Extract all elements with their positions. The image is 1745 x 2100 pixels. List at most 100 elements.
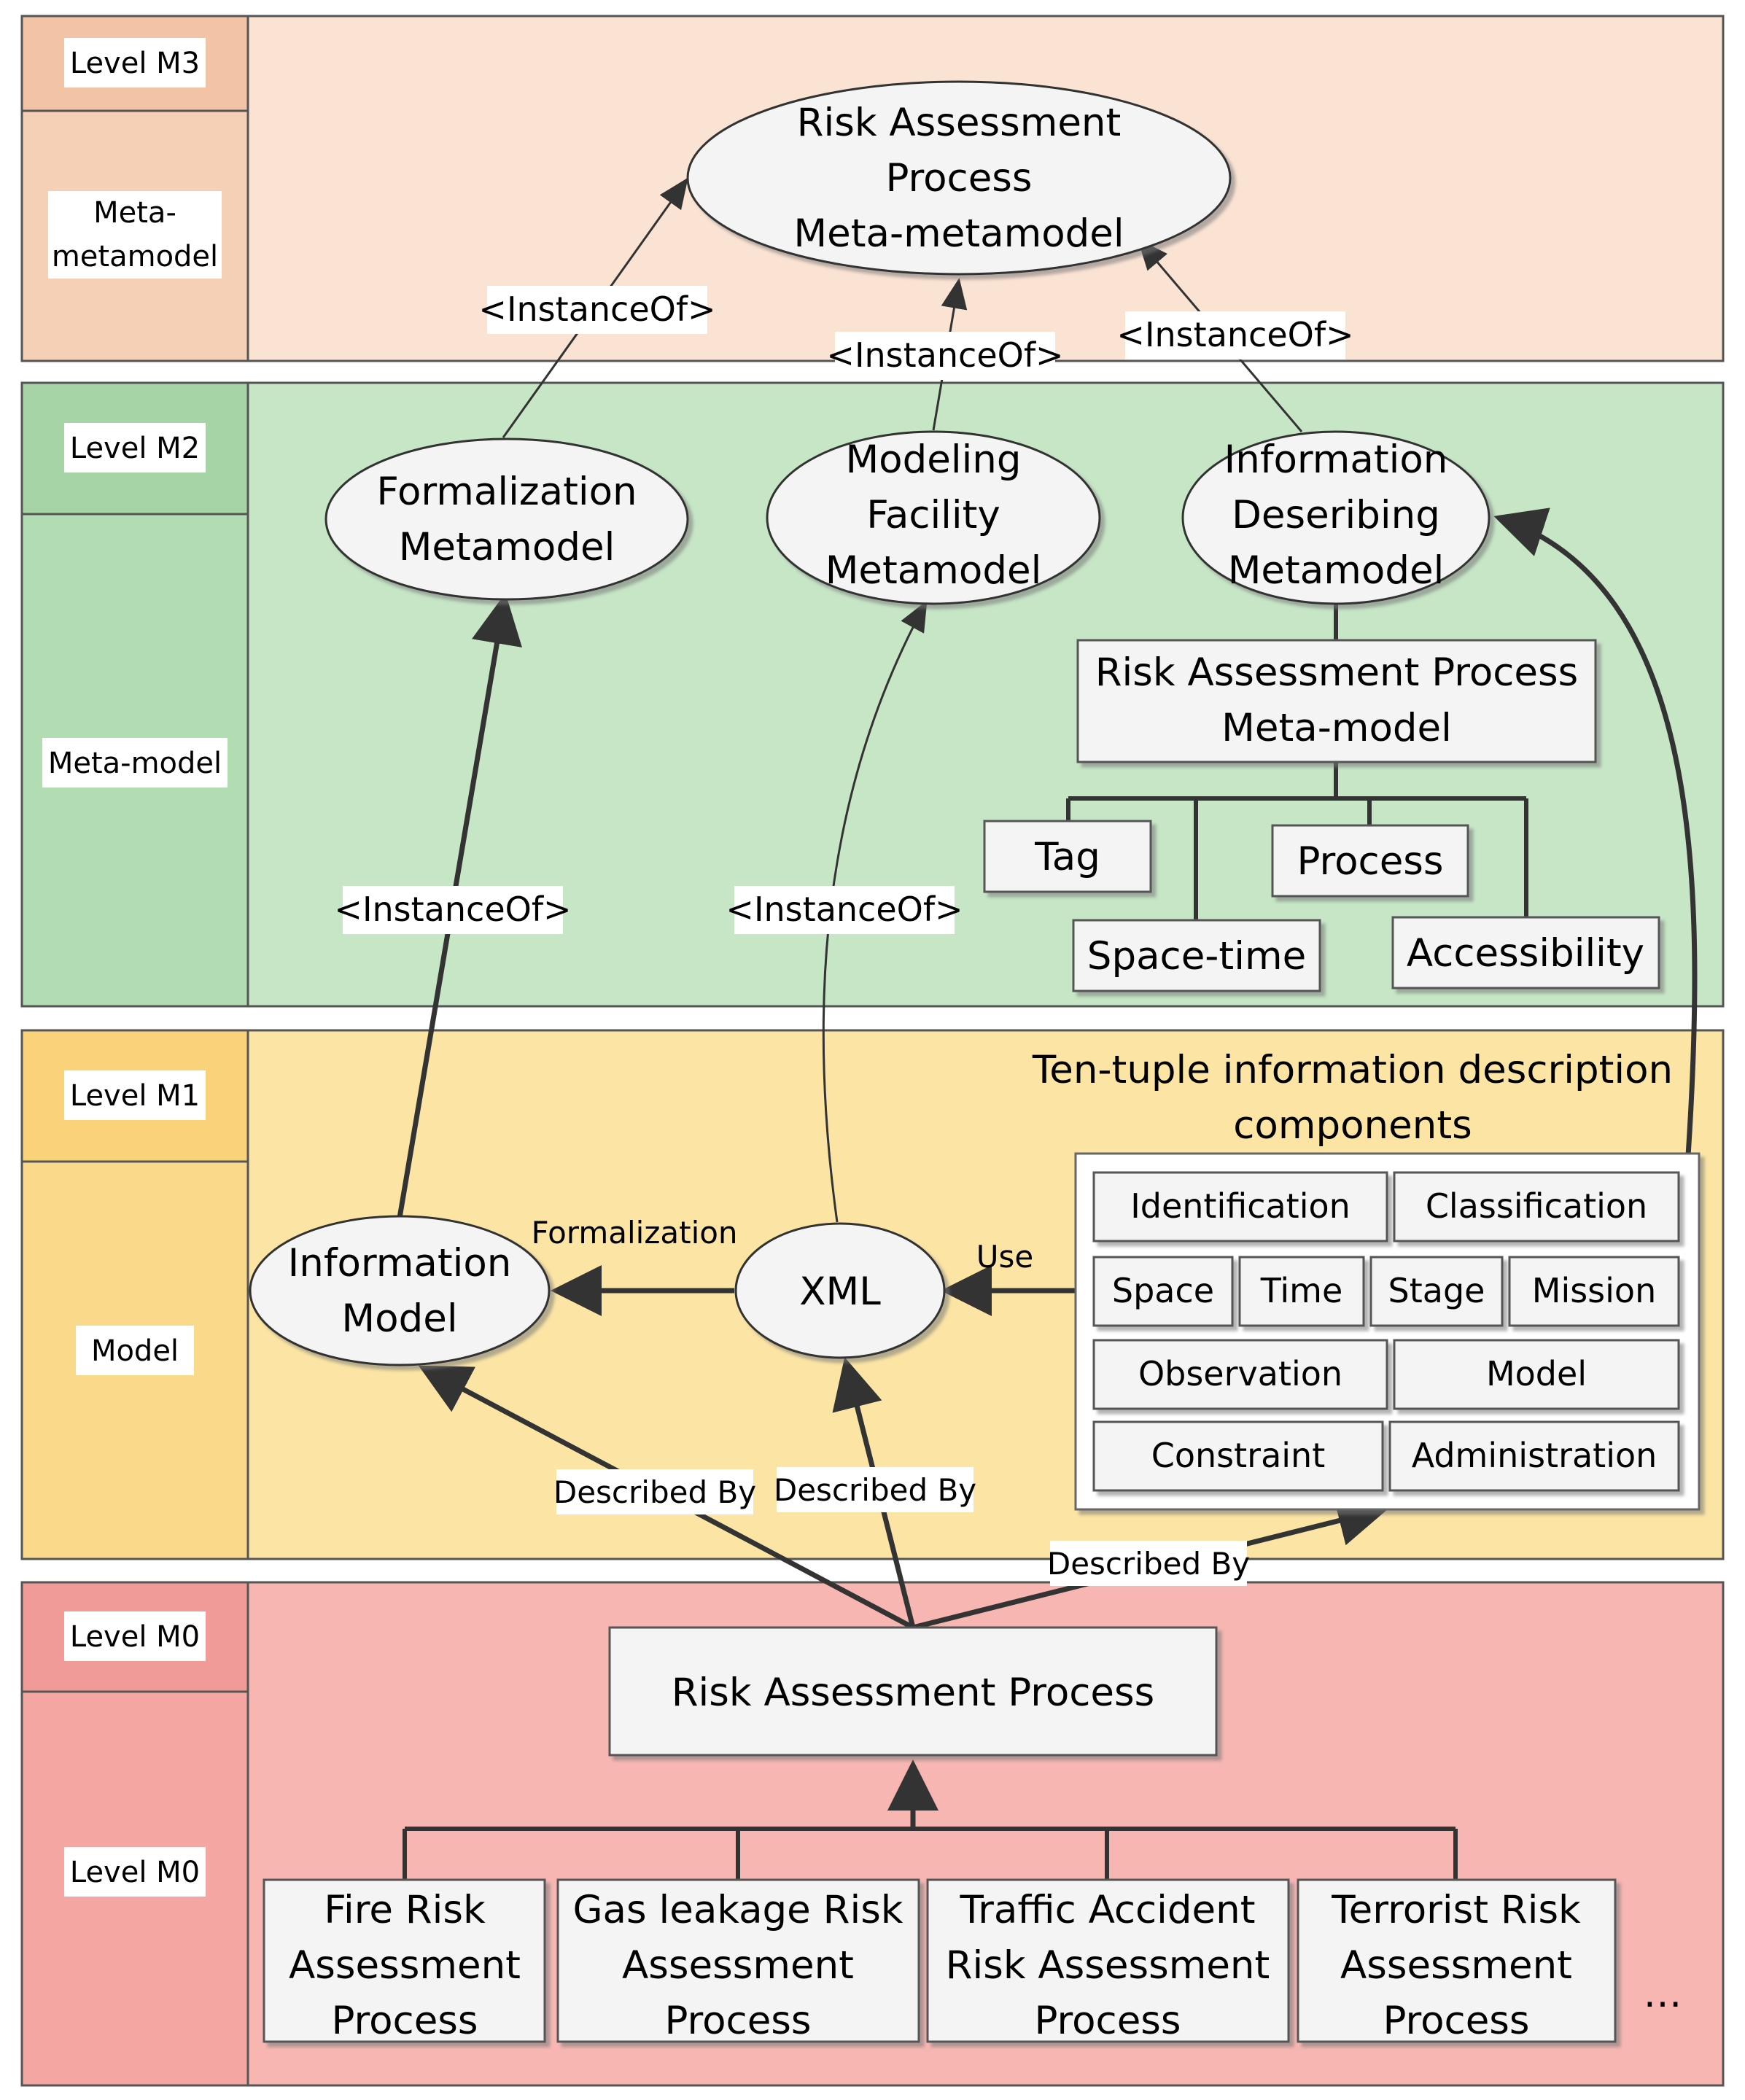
ten-tuple-title: Ten-tuple information description compon…	[1032, 1048, 1673, 1148]
svg-text:Assessment: Assessment	[1340, 1943, 1572, 1988]
label-described-by-components: Described By	[1047, 1541, 1250, 1586]
svg-text:Described By: Described By	[553, 1474, 756, 1510]
level-m0-tag: Level M0	[70, 1620, 200, 1654]
label-instanceof-formalization-m3: <InstanceOf>	[478, 286, 716, 334]
svg-text:Ten-tuple information descript: Ten-tuple information description	[1032, 1048, 1673, 1092]
svg-text:Model: Model	[341, 1296, 457, 1341]
svg-text:Assessment: Assessment	[622, 1943, 854, 1988]
svg-text:Traffic Accident: Traffic Accident	[959, 1888, 1255, 1932]
component-space: Space	[1092, 1256, 1234, 1327]
svg-text:Deseribing: Deseribing	[1232, 493, 1440, 537]
svg-text:Gas leakage Risk: Gas leakage Risk	[572, 1888, 903, 1932]
svg-text:Formalization: Formalization	[376, 470, 637, 514]
svg-text:Process: Process	[1034, 1999, 1181, 2043]
svg-text:Process: Process	[1297, 839, 1443, 884]
svg-text:Meta-model: Meta-model	[1221, 706, 1452, 750]
edge-labels: <InstanceOf> <InstanceOf> <InstanceOf> <…	[334, 286, 1354, 1586]
svg-text:Risk Assessment: Risk Assessment	[797, 101, 1122, 145]
node-ra-process-metamodel: Risk Assessment Process Meta-model	[1076, 639, 1597, 763]
svg-text:Facility: Facility	[866, 493, 1000, 537]
component-observation: Observation	[1092, 1339, 1388, 1410]
svg-text:Risk Assessment: Risk Assessment	[946, 1943, 1270, 1988]
svg-text:Process: Process	[331, 1999, 478, 2043]
svg-text:Described By: Described By	[1047, 1546, 1250, 1582]
svg-text:Modeling: Modeling	[845, 438, 1021, 482]
component-model: Model	[1393, 1339, 1680, 1410]
svg-text:Metamodel: Metamodel	[825, 548, 1042, 593]
svg-text:Process: Process	[885, 156, 1032, 201]
svg-text:Tag: Tag	[1034, 835, 1100, 879]
svg-text:Process: Process	[1383, 1999, 1529, 2043]
level-m1-tag: Level M1	[70, 1079, 200, 1113]
svg-text:Space-time: Space-time	[1087, 934, 1306, 979]
label-formalization: Formalization	[531, 1215, 737, 1251]
label-instanceof-information-model: <InstanceOf>	[334, 886, 572, 934]
component-constraint: Constraint	[1092, 1420, 1384, 1492]
svg-text:Terrorist Risk: Terrorist Risk	[1331, 1888, 1581, 1932]
node-risk-assessment-process: Risk Assessment Process	[608, 1626, 1218, 1757]
node-fire-risk-process: Fire Risk Assessment Process	[263, 1878, 546, 2043]
svg-text:Information: Information	[288, 1241, 512, 1286]
level-m0-name: Level M0	[70, 1856, 200, 1889]
svg-text:components: components	[1233, 1103, 1472, 1148]
level-m2-name: Meta-model	[48, 747, 222, 780]
svg-text:Accessibility: Accessibility	[1407, 931, 1644, 976]
svg-text:Mission: Mission	[1532, 1271, 1656, 1310]
svg-text:Information: Information	[1224, 438, 1448, 482]
node-accessibility: Accessibility	[1391, 916, 1660, 989]
svg-text:Described By: Described By	[774, 1472, 976, 1508]
component-time: Time	[1238, 1256, 1365, 1327]
svg-text:Identification: Identification	[1130, 1186, 1350, 1226]
svg-text:Observation: Observation	[1138, 1354, 1342, 1393]
level-m3-name-line1: Meta-	[93, 196, 176, 230]
label-described-by-xml: Described By	[774, 1467, 976, 1512]
node-terrorist-risk-process: Terrorist Risk Assessment Process	[1297, 1878, 1617, 2043]
svg-text:<InstanceOf>: <InstanceOf>	[826, 335, 1063, 375]
svg-text:Administration: Administration	[1412, 1436, 1657, 1475]
node-tag: Tag	[983, 820, 1152, 893]
svg-text:Assessment: Assessment	[289, 1943, 521, 1988]
node-traffic-accident-process: Traffic Accident Risk Assessment Process	[926, 1878, 1290, 2043]
arrow-components-to-information-describing	[1493, 508, 1698, 1156]
node-process: Process	[1271, 824, 1469, 898]
node-modeling-facility-metamodel: Modeling Facility Metamodel	[766, 430, 1101, 605]
label-described-by-information-model: Described By	[553, 1469, 756, 1514]
more-processes-ellipsis: …	[1644, 1972, 1682, 2016]
svg-text:Model: Model	[1486, 1354, 1587, 1393]
svg-text:Classification: Classification	[1426, 1186, 1647, 1226]
node-xml: XML	[734, 1222, 946, 1359]
svg-text:<InstanceOf>: <InstanceOf>	[478, 289, 715, 329]
svg-text:Metamodel: Metamodel	[399, 525, 615, 569]
node-ra-meta-metamodel: Risk Assessment Process Meta-metamodel	[686, 80, 1232, 276]
component-identification: Identification	[1092, 1171, 1388, 1242]
node-space-time: Space-time	[1072, 919, 1321, 992]
component-stage: Stage	[1369, 1256, 1504, 1327]
svg-text:Risk Assessment Process: Risk Assessment Process	[1095, 650, 1579, 695]
svg-text:<InstanceOf>: <InstanceOf>	[1116, 315, 1353, 354]
svg-text:Fire Risk: Fire Risk	[324, 1888, 486, 1932]
svg-text:Stage: Stage	[1388, 1271, 1485, 1310]
svg-text:<InstanceOf>: <InstanceOf>	[334, 890, 571, 929]
node-information-describing-metamodel: Information Deseribing Metamodel	[1181, 430, 1491, 605]
svg-text:Meta-metamodel: Meta-metamodel	[793, 211, 1124, 256]
component-administration: Administration	[1388, 1420, 1680, 1492]
svg-text:Time: Time	[1260, 1271, 1343, 1310]
svg-text:<InstanceOf>: <InstanceOf>	[726, 890, 963, 929]
svg-text:Space: Space	[1112, 1271, 1214, 1310]
svg-text:Risk Assessment Process: Risk Assessment Process	[672, 1671, 1155, 1715]
label-instanceof-xml: <InstanceOf>	[726, 886, 963, 934]
svg-text:Process: Process	[664, 1999, 811, 2043]
label-instanceof-information-m3: <InstanceOf>	[1116, 311, 1354, 359]
label-instanceof-modeling-m3: <InstanceOf>	[826, 332, 1064, 380]
level-m1-name: Model	[91, 1334, 179, 1368]
component-classification: Classification	[1393, 1171, 1680, 1242]
node-formalization-metamodel: Formalization Metamodel	[324, 438, 689, 601]
level-m2-tag: Level M2	[70, 432, 200, 465]
svg-text:XML: XML	[799, 1269, 881, 1314]
node-gas-leakage-process: Gas leakage Risk Assessment Process	[556, 1878, 920, 2043]
svg-text:Metamodel: Metamodel	[1228, 548, 1445, 593]
level-m3-name-line2: metamodel	[52, 240, 218, 273]
components-panel: Identification Classification Space Time…	[1074, 1152, 1701, 1511]
level-m3-tag: Level M3	[70, 47, 200, 80]
